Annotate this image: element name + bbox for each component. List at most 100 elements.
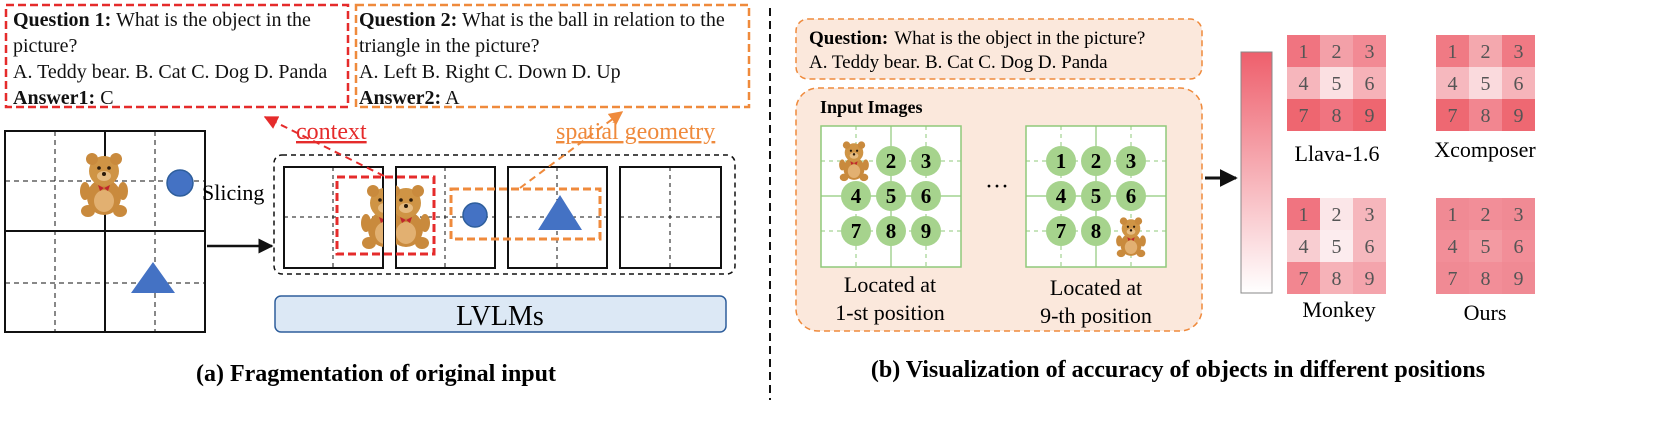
grid1-caption-line2: 1-st position: [835, 300, 944, 325]
grid1-circle-5: [876, 181, 906, 211]
original-image: [4, 130, 206, 333]
context-box: [335, 175, 436, 256]
answer-2-value: A: [445, 87, 460, 109]
heatmap-cell: [1287, 262, 1320, 294]
heatmap-cell: [1353, 35, 1386, 67]
heatmap-cell: [1502, 99, 1535, 131]
grid2-caption-line1: Located at: [1050, 275, 1142, 300]
heatmap-cell-label: 4: [1299, 73, 1309, 95]
slice-ball-shape: [462, 202, 488, 228]
heatmap-cell: [1469, 67, 1502, 99]
heatmap-cell-label: 1: [1448, 41, 1458, 63]
grid2-circle-2: [1081, 146, 1111, 176]
panel-a: Slicing: [4, 3, 751, 387]
heatmap-cell-label: 9: [1365, 105, 1375, 127]
question-1-text: What is the object in the picture?: [13, 9, 311, 57]
grid2-number-4: 4: [1056, 184, 1067, 208]
slice-4: [619, 166, 722, 269]
answer-1-value: C: [100, 87, 114, 109]
heatmap-cell: [1436, 198, 1469, 230]
context-arrow: [263, 116, 385, 177]
grid2-number-6: 6: [1126, 184, 1137, 208]
panel-b: Question:What is the object in the pictu…: [795, 18, 1536, 383]
panel-a-caption: (a) Fragmentation of original input: [196, 361, 556, 387]
heatmap-cell-label: 4: [1448, 73, 1458, 95]
grid2-number-3: 3: [1126, 149, 1137, 173]
grid1-number-4: 4: [851, 184, 862, 208]
heatmap-cell: [1436, 230, 1469, 262]
heatmap-cell-label: 6: [1365, 236, 1375, 258]
heatmap-cell-label: 5: [1481, 236, 1491, 258]
panel-b-question-box: [795, 18, 1203, 80]
grid1-number-3: 3: [921, 149, 932, 173]
heatmap-cell: [1502, 230, 1535, 262]
heatmap-cell-label: 9: [1514, 105, 1524, 127]
grid1-circle-3: [911, 146, 941, 176]
heatmap-cell-label: 2: [1481, 41, 1491, 63]
slice-triangle-shape: [538, 195, 582, 230]
panel-b-question-line: Question:What is the object in the pictu…: [809, 28, 1145, 49]
heatmap-cell-label: 5: [1332, 73, 1342, 95]
heatmap-cell-label: 3: [1514, 204, 1524, 226]
color-scale-bar: [1240, 51, 1273, 294]
ellipsis-label: ···: [985, 174, 1009, 200]
heatmap-cell: [1287, 67, 1320, 99]
grid1-number-6: 6: [921, 184, 932, 208]
grid1-circle-6: [911, 181, 941, 211]
grid1-number-9: 9: [921, 219, 932, 243]
heatmap-cell: [1436, 67, 1469, 99]
heatmap-cell-label: 8: [1332, 105, 1342, 127]
heatmap-cell: [1502, 262, 1535, 294]
heatmap-cell: [1320, 198, 1353, 230]
grid1-circle-2: [876, 146, 906, 176]
question-1-label: Question 1:: [13, 9, 112, 31]
heatmap-cell-label: 1: [1299, 41, 1309, 63]
heatmap-cell-label: 7: [1448, 105, 1458, 127]
slices: [283, 166, 722, 269]
grid1-circle-8: [876, 216, 906, 246]
heatmap-cell: [1287, 230, 1320, 262]
heatmap-cell-label: 7: [1299, 105, 1309, 127]
grid2-caption-line2: 9-th position: [1040, 303, 1152, 328]
grid1-circle-7: [841, 216, 871, 246]
heatmap-cell: [1502, 35, 1535, 67]
heatmap-cell-label: 3: [1514, 41, 1524, 63]
question-1: Question 1: What is the object in the pi…: [13, 7, 347, 111]
heatmap-cell: [1502, 198, 1535, 230]
heatmap-cell: [1469, 99, 1502, 131]
heatmap-cell-label: 5: [1332, 236, 1342, 258]
heatmap-cell: [1469, 35, 1502, 67]
heatmap-cell-label: 8: [1332, 268, 1342, 290]
heatmap-cell-label: 3: [1365, 204, 1375, 226]
heatmap-cell-label: 1: [1448, 204, 1458, 226]
grid1-circle-4: [841, 181, 871, 211]
heatmap-cell-label: 5: [1481, 73, 1491, 95]
heatmap-cell-label: 7: [1448, 268, 1458, 290]
panel-b-question-options: A. Teddy bear. B. Cat C. Dog D. Panda: [809, 52, 1108, 73]
question-2-options: A. Left B. Right C. Down D. Up: [359, 61, 621, 83]
input-images-label: Input Images: [820, 97, 923, 117]
heatmap-cell: [1353, 198, 1386, 230]
grid2-circle-7: [1046, 216, 1076, 246]
grid2-number-8: 8: [1091, 219, 1102, 243]
grid2-number-5: 5: [1091, 184, 1102, 208]
grid2-circle-1: [1046, 146, 1076, 176]
grid1-circle-9: [911, 216, 941, 246]
heatmap-cell-label: 9: [1514, 268, 1524, 290]
question-2-text: What is the ball in relation to the tria…: [359, 9, 725, 57]
answer-1-label: Answer1:: [13, 87, 96, 109]
grid2-circle-8: [1081, 216, 1111, 246]
grid2-circle-5: [1081, 181, 1111, 211]
grid2-circle-6: [1116, 181, 1146, 211]
heatmap-cell: [1353, 99, 1386, 131]
question-1-box: [4, 3, 350, 109]
heatmap-cell-label: 8: [1481, 105, 1491, 127]
heatmap-cell-label: 6: [1514, 236, 1524, 258]
question-2-label: Question 2:: [359, 9, 458, 31]
grid1-number-7: 7: [851, 219, 862, 243]
